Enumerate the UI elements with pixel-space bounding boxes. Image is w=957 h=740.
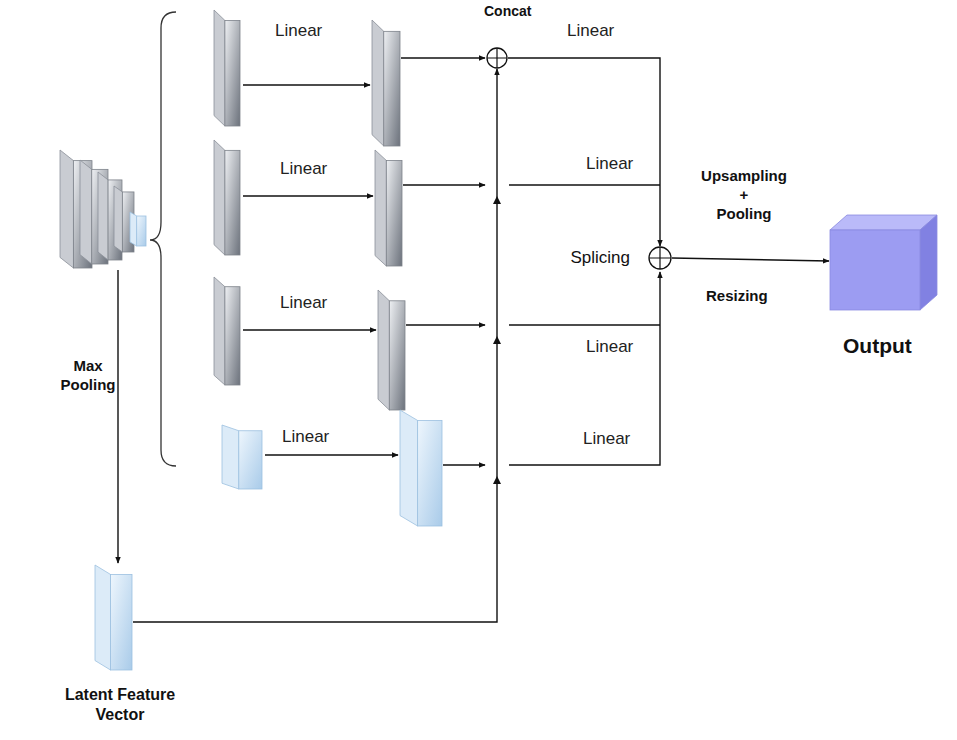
feature-map [214,277,240,385]
node-label: Splicing [570,247,630,268]
node-label: Output [843,333,912,359]
feature-map-side [114,186,122,252]
concat-input-arrow [401,57,485,58]
cube-top [830,215,937,230]
concat-cross [649,247,671,269]
concat-input-arrow [403,184,485,185]
free-label: Max Pooling [50,357,126,395]
feature-map-side [372,20,384,146]
feature-map-side [80,160,92,264]
feature-map-side [214,10,225,126]
free-label: Linear [586,336,633,357]
feature-map-side [130,212,137,246]
max-pooling-arrow [117,270,118,563]
linear-arrow [243,84,370,85]
feature-map [60,150,92,268]
feature-map-face [111,574,132,670]
feature-map-face [225,20,240,126]
bracket [150,12,176,466]
feature-map [375,150,402,266]
concat-circle [649,247,671,269]
feature-map [400,410,442,526]
node-label: Concat [484,3,531,21]
edge-label: Linear [567,20,614,41]
linear-arrow [243,195,373,196]
feature-map-face [92,169,108,264]
feature-map-face [137,216,146,246]
feature-map-side [378,290,389,410]
feature-map [372,20,400,146]
connector [672,258,829,261]
cube-front [830,230,920,310]
splicing-node: Splicing [648,246,672,270]
feature-map-side [375,150,386,266]
feature-map [80,160,108,264]
feature-map [222,425,262,489]
output-cube: Output [830,215,937,310]
linear-line [509,272,660,465]
connector [133,69,497,622]
feature-map-side [95,565,111,670]
concat-input-arrow [406,324,485,325]
feature-map-face [386,160,402,266]
concat-symbol [649,247,671,269]
feature-map-face [73,161,92,268]
feature-map [214,140,240,255]
feature-map-face [389,301,405,410]
concat-symbol [487,48,507,68]
linear-arrow [265,454,398,455]
concat-input-arrow [443,464,485,465]
free-label: Linear [586,153,633,174]
node-shape [830,215,937,310]
free-label: Linear [282,426,329,447]
feature-map [95,565,132,670]
feature-map [378,290,405,410]
feature-map-side [60,150,73,268]
node-shape [95,565,132,670]
concat-cross [487,48,507,68]
edge-label: Upsampling + Pooling [696,167,792,223]
feature-map-side [214,140,225,255]
feature-map-face [384,31,400,146]
feature-map-side [400,410,418,526]
feature-map-side [98,172,108,260]
linear-line [509,324,660,325]
free-label: Resizing [706,287,768,306]
feature-map-face [418,420,442,526]
feature-map-side [222,425,239,489]
feature-map [98,172,122,260]
feature-map [214,10,240,126]
free-label: Linear [280,292,327,313]
concat-circle [487,48,507,68]
node-shape [648,246,672,270]
cube-side [920,215,937,310]
free-label: Linear [280,158,327,179]
concat-node: Concat [486,47,508,69]
feature-map-face [225,287,240,385]
connector [508,58,660,246]
node-label: Latent Feature Vector [45,685,195,725]
linear-line [509,184,660,185]
linear-arrow [243,329,376,330]
free-label: Linear [275,20,322,41]
node-shape [486,47,508,69]
feature-map-side [214,277,225,385]
feature-map [130,212,146,246]
feature-map-face [108,180,122,260]
free-label: Linear [583,428,630,449]
feature-map-face [225,150,240,255]
latent-vector: Latent Feature Vector [95,565,132,670]
feature-map-face [239,431,262,489]
